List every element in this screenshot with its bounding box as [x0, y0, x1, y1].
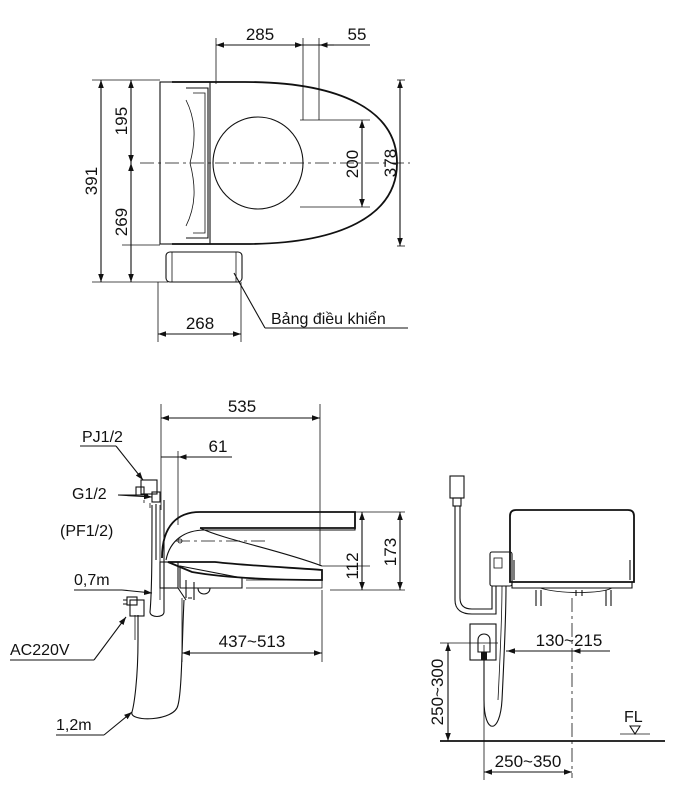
- dim-outlet-distance: 250~350: [495, 752, 562, 771]
- dim-mount-range: 437~513: [219, 632, 286, 651]
- dim-total-height: 173: [381, 538, 400, 566]
- top-view: 285 55 391 195 269 200 378 268 Bảng điều…: [82, 25, 410, 342]
- extension-lines: [92, 38, 405, 342]
- label-hose-length: 0,7m: [74, 572, 110, 589]
- rear-unit-body: [489, 509, 635, 606]
- rear-supply-pipe: [449, 475, 507, 727]
- side-view: 535 61 112 173 437~513 PJ1/2 G1/2 (PF1/2…: [10, 397, 405, 736]
- label-cord-length: 1,2m: [56, 717, 92, 734]
- floor-marker-icon: [629, 725, 641, 736]
- dim-panel-width: 268: [186, 314, 214, 333]
- floor-label: FL: [624, 709, 643, 726]
- dim-side-front: 61: [209, 437, 228, 456]
- dim-upper: 195: [112, 107, 131, 135]
- side-extension-lines: [160, 404, 405, 662]
- dim-seat-depth: 378: [381, 149, 400, 177]
- dim-side-length: 535: [228, 397, 256, 416]
- dim-outlet-height: 250~300: [428, 659, 447, 726]
- side-seat-body: [159, 511, 356, 601]
- dim-opening: 200: [343, 150, 362, 178]
- label-pj: PJ1/2: [82, 429, 123, 446]
- rear-view: FL 250~300 130~215 250~350: [428, 475, 665, 780]
- dim-seat-height: 112: [343, 552, 362, 579]
- power-cord: [123, 596, 185, 720]
- control-panel-label: Bảng điều khiển: [271, 310, 386, 328]
- dim-lower: 269: [112, 208, 131, 236]
- label-power: AC220V: [10, 642, 70, 659]
- dim-total-depth: 391: [82, 167, 101, 195]
- label-g: G1/2: [72, 486, 107, 503]
- supply-pipe: [135, 479, 165, 618]
- label-pf: (PF1/2): [60, 523, 113, 540]
- dim-rear-offset: 130~215: [536, 631, 603, 650]
- dim-offset-top: 55: [348, 25, 367, 44]
- wall-outlet-icon: [469, 623, 497, 661]
- dim-seat-width: 285: [246, 25, 274, 44]
